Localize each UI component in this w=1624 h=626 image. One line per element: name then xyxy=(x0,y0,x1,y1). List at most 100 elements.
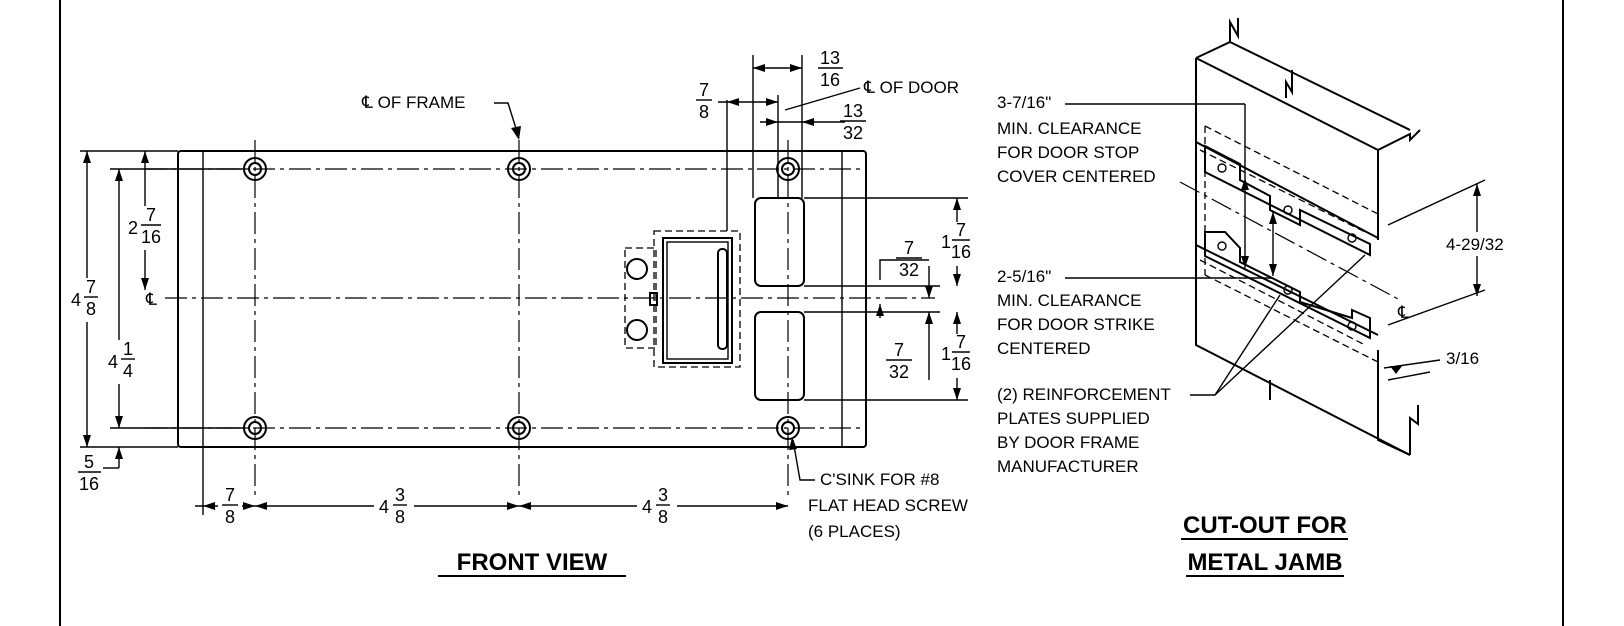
fraction-num: 7 xyxy=(146,205,156,225)
fraction-den: 8 xyxy=(395,507,405,527)
jamb-top-face xyxy=(1195,57,1379,151)
plate-hole xyxy=(1217,163,1227,173)
jamb-break-top xyxy=(1377,129,1421,151)
dim-slot-lower: 1 7 16 xyxy=(941,332,971,374)
dim-hole-spacing-h1: 4 3 8 xyxy=(379,485,407,527)
fraction-den: 32 xyxy=(899,260,919,280)
screw-hole xyxy=(507,157,531,181)
stop-note-line: MIN. CLEARANCE xyxy=(997,119,1142,138)
arrowhead xyxy=(802,118,814,126)
fraction-num: 7 xyxy=(225,485,235,505)
cutout-bottom-edge xyxy=(1195,244,1379,336)
cutout-dash xyxy=(1204,125,1379,215)
leader-line xyxy=(792,439,815,481)
fraction-num: 7 xyxy=(86,277,96,297)
latch-bolt xyxy=(717,248,728,350)
reinforcement-plate-top xyxy=(1204,144,1371,257)
label-mask xyxy=(637,488,677,528)
arrowhead xyxy=(83,151,91,163)
jamb-top-edge xyxy=(1195,41,1231,59)
reinforcement-plate-bottom xyxy=(1204,231,1371,340)
arrowhead xyxy=(925,312,933,324)
front-view: 13 16 7 8 13 32 ℄ OF DOOR ℄ OF FRAME xyxy=(66,48,974,577)
plates-note-line: BY DOOR FRAME xyxy=(997,433,1139,452)
arrowhead xyxy=(115,447,123,459)
dim-line xyxy=(1387,371,1431,381)
label-mask xyxy=(124,206,164,250)
dim-overall-height: 4 7 8 xyxy=(71,277,98,319)
stop-note-line: FOR DOOR STOP xyxy=(997,143,1139,162)
dim-height-label: 4-29/32 xyxy=(1446,235,1504,254)
screw-hole xyxy=(243,157,267,181)
arrowhead xyxy=(83,435,91,447)
fraction-whole: 2 xyxy=(128,218,138,238)
latch-hole-top xyxy=(626,258,648,280)
fraction-num: 5 xyxy=(84,452,94,472)
fraction-num: 1 xyxy=(123,339,133,359)
front-view-title: FRONT VIEW xyxy=(457,549,608,576)
fraction-whole: 1 xyxy=(941,232,951,252)
plates-note-line: MANUFACTURER xyxy=(997,457,1139,476)
label-mask xyxy=(938,222,974,266)
dim-left-edge: 7 8 xyxy=(222,485,238,527)
arrowhead xyxy=(790,64,802,72)
plate-hole xyxy=(1347,233,1357,243)
leader-line xyxy=(1190,294,1281,396)
screw-hole xyxy=(776,157,800,181)
latch-pin xyxy=(649,292,658,306)
plate-hole xyxy=(1347,321,1357,331)
leader-line xyxy=(494,102,520,139)
arrowhead xyxy=(953,388,961,400)
label-mask xyxy=(218,488,242,528)
fraction-whole: 4 xyxy=(71,290,81,310)
arrowhead xyxy=(925,286,933,298)
fraction-whole: 4 xyxy=(642,497,652,517)
slot-upper xyxy=(754,197,805,287)
fraction-den: 16 xyxy=(951,242,971,262)
arrowhead xyxy=(776,502,788,510)
fraction-den: 16 xyxy=(820,70,840,90)
arrowhead xyxy=(203,502,215,510)
strike-note-line: CENTERED xyxy=(997,339,1091,358)
cl-frame-label: ℄ OF FRAME xyxy=(361,93,465,112)
fraction-num: 7 xyxy=(904,238,914,258)
fraction-den: 8 xyxy=(225,507,235,527)
fraction-num: 7 xyxy=(956,220,966,240)
arrowhead xyxy=(753,64,765,72)
leader-line xyxy=(784,87,861,111)
arrowhead xyxy=(766,118,778,126)
dim-door-offset: 7 8 xyxy=(696,80,712,122)
cl-door-label: ℄ OF DOOR xyxy=(863,78,959,97)
arrowhead xyxy=(511,126,521,140)
arrowhead xyxy=(519,502,531,510)
screw-hole xyxy=(243,416,267,440)
ext-line xyxy=(1387,289,1486,326)
fraction-num: 3 xyxy=(395,485,405,505)
latch-body xyxy=(662,237,733,364)
arrowhead xyxy=(141,278,149,290)
latch-assembly xyxy=(624,230,741,368)
csink-note-line: C'SINK FOR #8 xyxy=(820,470,939,489)
fraction-den: 8 xyxy=(86,299,96,319)
cutout-title-line2: METAL JAMB xyxy=(1187,549,1342,576)
leader-line xyxy=(879,259,929,280)
latch-outline xyxy=(653,230,741,368)
dim-hole-spacing-h2: 4 3 8 xyxy=(642,485,670,527)
cutout-cl-label: ℄ xyxy=(1397,303,1409,322)
arrowhead xyxy=(1269,212,1277,224)
dim-bottom-edge: 5 16 xyxy=(78,452,101,494)
leader-line xyxy=(1214,254,1366,396)
dim-thick-label: 3/16 xyxy=(1446,349,1479,368)
dim-top-to-center: 2 7 16 xyxy=(128,205,161,247)
cutout-dash xyxy=(1199,259,1366,346)
arrowhead xyxy=(1269,264,1277,276)
fraction-den: 32 xyxy=(843,123,863,143)
plate-outline xyxy=(177,150,867,448)
plate-hole xyxy=(1217,241,1227,251)
arrowhead xyxy=(141,151,149,163)
cutout-view: ℄ 3-7/16" MIN. CLEARANCE FOR DOOR STOP C… xyxy=(997,18,1511,577)
jamb-break xyxy=(1229,18,1239,42)
fraction-num: 13 xyxy=(843,101,863,121)
fraction-den: 32 xyxy=(889,362,909,382)
